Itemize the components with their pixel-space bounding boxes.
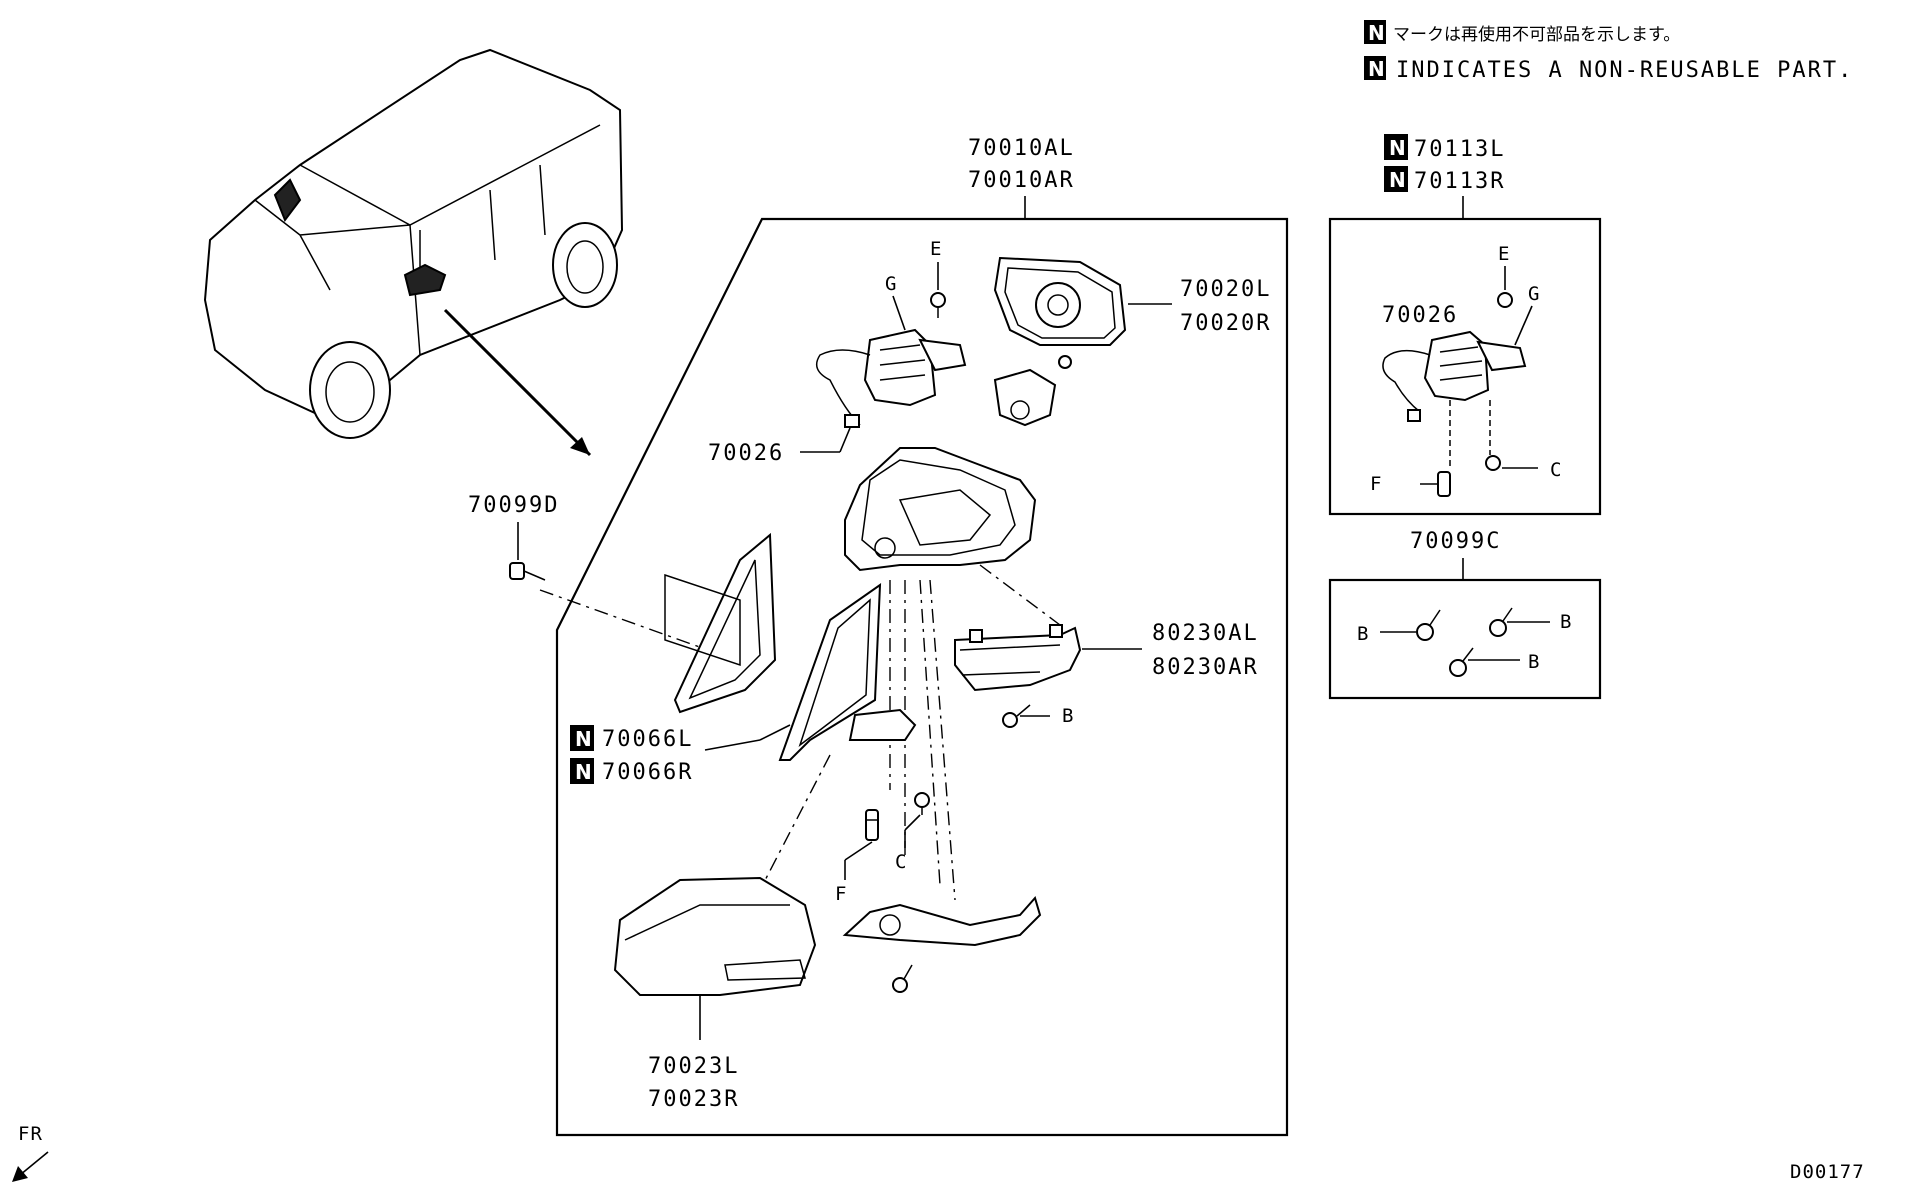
front-label: FR: [18, 1123, 43, 1145]
screw-icon: [1002, 704, 1031, 728]
legend-text-en: INDICATES A NON-REUSABLE PART.: [1396, 58, 1853, 83]
screw-icon: [930, 292, 946, 318]
gasket-r-mark: N: [575, 760, 592, 784]
part-label-70113r[interactable]: 70113R: [1414, 169, 1505, 194]
part-label-70099d[interactable]: 70099D: [468, 493, 559, 518]
callout-e-kit[interactable]: E: [1498, 243, 1510, 265]
part-label-70099c[interactable]: 70099C: [1410, 529, 1501, 554]
legend: N マークは再使用不可部品を示します。 N INDICATES A NON-RE…: [1364, 20, 1853, 83]
screw-icon: [1058, 355, 1072, 369]
part-label-70010al[interactable]: 70010AL: [968, 136, 1075, 161]
callout-b-2[interactable]: B: [1560, 611, 1572, 633]
part-label-80230al[interactable]: 80230AL: [1152, 621, 1259, 646]
callout-f[interactable]: F: [835, 883, 847, 905]
screw-icon: [865, 809, 879, 841]
callout-g[interactable]: G: [885, 273, 897, 295]
screw-icon: [914, 792, 930, 815]
mirror-base-housing: [844, 447, 1037, 572]
non-reusable-mark-icon: [1364, 56, 1386, 80]
front-arrow-icon: [12, 1151, 49, 1182]
vehicle-illustration: [203, 48, 624, 457]
callout-b-1[interactable]: B: [1357, 623, 1369, 645]
callout-e[interactable]: E: [930, 238, 942, 260]
part-label-80230ar[interactable]: 80230AR: [1152, 655, 1259, 680]
part-label-70026[interactable]: 70026: [708, 441, 784, 466]
mirror-glass: [993, 256, 1127, 346]
part-label-70020r[interactable]: 70020R: [1180, 311, 1271, 336]
non-reusable-mark-icon: [570, 725, 594, 751]
screw-icon: [1449, 647, 1474, 677]
kit-r-mark: N: [1389, 168, 1406, 192]
screw-icon: [1485, 455, 1501, 471]
callout-c[interactable]: C: [895, 851, 907, 873]
actuator-unit-kit: [1382, 330, 1527, 422]
non-reusable-mark-icon: [570, 758, 594, 784]
kit-l-mark: N: [1389, 136, 1406, 160]
kit-box: [1328, 217, 1602, 516]
drawing-number: D00177: [1790, 1161, 1865, 1183]
part-label-70023l[interactable]: 70023L: [648, 1054, 739, 1079]
part-label-70023r[interactable]: 70023R: [648, 1087, 739, 1112]
turn-lamp: [954, 624, 1082, 692]
callout-g-kit[interactable]: G: [1528, 283, 1540, 305]
screw-box: [1328, 578, 1602, 700]
non-reusable-mark-icon: [1384, 134, 1408, 160]
screw-icon: [1497, 292, 1513, 308]
screw-icon: [509, 562, 546, 581]
gasket: [778, 583, 917, 761]
part-label-70066l[interactable]: 70066L: [602, 727, 693, 752]
screw-icon: [892, 964, 913, 993]
part-label-70066r[interactable]: 70066R: [602, 760, 693, 785]
legend-mark-2: N: [1368, 57, 1385, 81]
callout-c-kit[interactable]: C: [1550, 459, 1562, 481]
mirror-cover: [613, 876, 817, 996]
part-label-70026-kit[interactable]: 70026: [1382, 303, 1458, 328]
actuator-unit: [815, 328, 967, 428]
screw-icon: [1437, 471, 1451, 497]
screw-icon: [1489, 607, 1513, 637]
non-reusable-mark-icon: [1364, 20, 1386, 44]
part-label-70020l[interactable]: 70020L: [1180, 277, 1271, 302]
legend-mark-1: N: [1368, 21, 1385, 45]
pivot-bracket: [993, 368, 1057, 427]
lower-trim: [842, 895, 1042, 947]
screw-icon: [1416, 609, 1441, 641]
non-reusable-mark-icon: [1384, 166, 1408, 192]
callout-b[interactable]: B: [1062, 705, 1074, 727]
callout-f-kit[interactable]: F: [1370, 473, 1382, 495]
gasket-l-mark: N: [575, 727, 592, 751]
callout-b-3[interactable]: B: [1528, 651, 1540, 673]
part-label-70113l[interactable]: 70113L: [1414, 137, 1505, 162]
assembly-frame: [555, 217, 1289, 1137]
legend-text-jp: マークは再使用不可部品を示します。: [1393, 24, 1680, 45]
mirror-mount-plate: [664, 532, 777, 714]
part-label-70010ar[interactable]: 70010AR: [968, 168, 1075, 193]
